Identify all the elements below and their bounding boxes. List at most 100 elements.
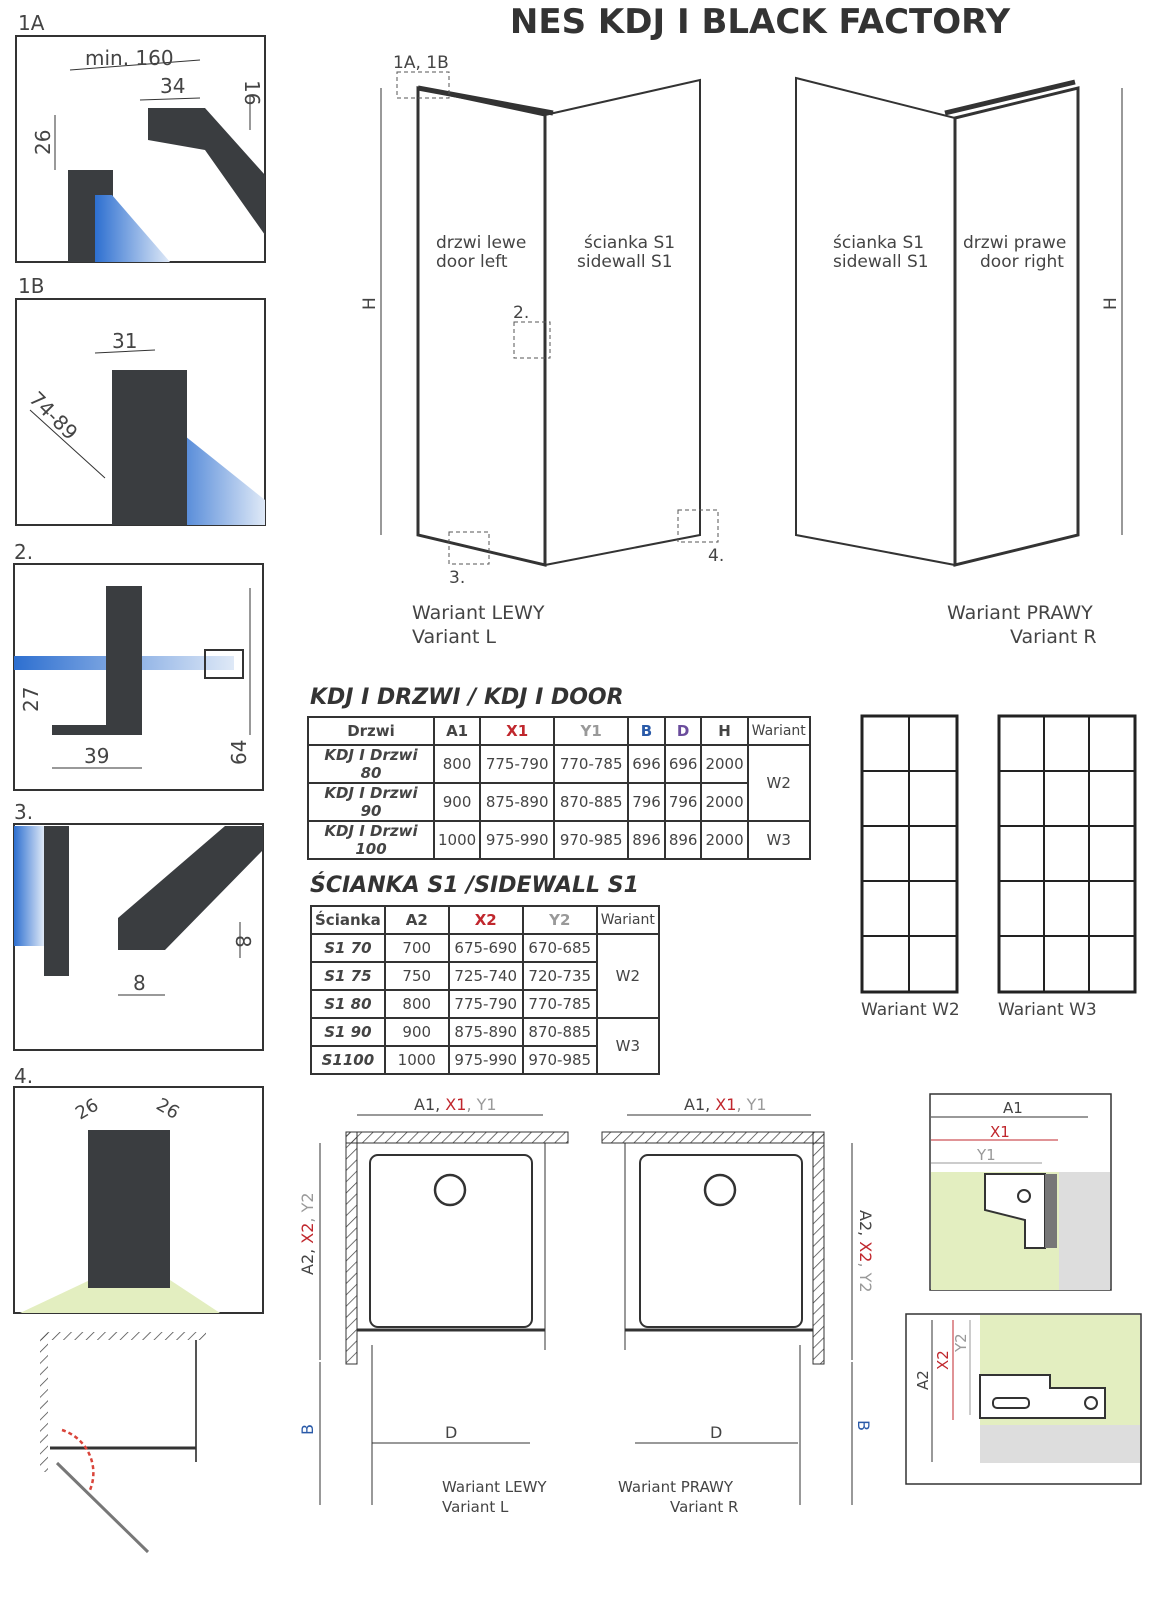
label: Wariant PRAWY — [618, 1478, 734, 1496]
label: 875-890 — [447, 1017, 524, 1047]
label: X1 — [715, 1095, 736, 1114]
label: 875-890 — [479, 782, 556, 822]
label: S1 80 — [310, 989, 386, 1019]
label: door right — [980, 252, 1064, 272]
label: 675-690 — [447, 933, 524, 963]
label: Wariant LEWY — [412, 602, 545, 624]
door-swing-plan — [40, 1332, 206, 1554]
label: Wariant — [595, 905, 660, 935]
label: Drzwi — [307, 716, 435, 746]
label: 2000 — [700, 744, 749, 784]
label: 975-990 — [447, 1045, 524, 1075]
label: A1, — [684, 1095, 715, 1114]
table-header-row: Drzwi A1 X1 Y1 B D H Wariant — [307, 716, 811, 746]
label: 3. — [449, 568, 465, 588]
label: X1 — [990, 1123, 1010, 1141]
label: D — [710, 1423, 722, 1442]
label: 1000 — [432, 820, 482, 860]
detail-4: 4. 26 26 — [13, 1064, 264, 1314]
door-table: Drzwi A1 X1 Y1 B D H Wariant KDJ I Drzwi… — [307, 716, 811, 860]
label: A1 — [432, 716, 482, 746]
label: 750 — [383, 961, 450, 991]
label: , Y2 — [298, 1192, 317, 1222]
label: 1B — [18, 274, 44, 298]
label: 800 — [383, 989, 450, 1019]
label: Y2 — [952, 1333, 970, 1353]
label: 800 — [432, 744, 482, 784]
label: 31 — [112, 329, 137, 353]
label: A1 — [1003, 1099, 1023, 1117]
label: S1 70 — [310, 933, 386, 963]
label: 64 — [227, 740, 251, 765]
label: 775-790 — [447, 989, 524, 1019]
detail-1b: 1B 31 74-89 — [15, 274, 266, 526]
label: S1100 — [310, 1045, 386, 1075]
label: min. 160 — [85, 46, 174, 70]
label: 3. — [14, 800, 33, 824]
label: A1, — [414, 1095, 445, 1114]
label: X2 — [856, 1241, 875, 1262]
label: Variant L — [442, 1498, 509, 1516]
label: Wariant LEWY — [442, 1478, 547, 1496]
label: 16 — [240, 80, 264, 105]
label: B — [298, 1424, 317, 1435]
label: S1 90 — [310, 1017, 386, 1047]
pattern-w3: Wariant W3 — [997, 714, 1137, 1020]
label: 725-740 — [447, 961, 524, 991]
label: 896 — [663, 820, 703, 860]
label: sidewall S1 — [577, 252, 673, 272]
label: 26 — [31, 130, 55, 155]
label: Ścianka — [310, 905, 386, 935]
pattern-w2: Wariant W2 — [860, 714, 960, 1020]
label: , Y1 — [466, 1095, 496, 1114]
label: Y1 — [976, 1146, 996, 1164]
label: Variant R — [670, 1498, 738, 1516]
label: , Y2 — [856, 1262, 875, 1292]
label: 39 — [84, 744, 109, 768]
label: 770-785 — [553, 744, 630, 784]
label: 1A, 1B — [393, 53, 449, 73]
detail-3: 3. 8 8 — [13, 800, 264, 1051]
label: , Y1 — [736, 1095, 766, 1114]
label: D — [663, 716, 703, 746]
label: 4. — [14, 1064, 33, 1088]
label: 970-985 — [553, 820, 630, 860]
label: 900 — [432, 782, 482, 822]
label: B — [627, 716, 666, 746]
label: Variant L — [412, 626, 496, 648]
label: 900 — [383, 1017, 450, 1047]
label: 2. — [14, 540, 33, 564]
label: 2000 — [700, 782, 749, 822]
label: X2 — [298, 1223, 317, 1244]
label: Wariant W2 — [861, 1000, 960, 1020]
label: 8 — [231, 935, 255, 948]
plan-variant-left: A1, X1, Y1 A2, X2, Y2 B D Wariant LEWY V… — [298, 1095, 569, 1516]
label: H — [360, 297, 380, 310]
label: Wariant PRAWY — [947, 602, 1093, 624]
label: 896 — [627, 820, 666, 860]
label: 796 — [663, 782, 703, 822]
label: X1 — [445, 1095, 466, 1114]
wall-table-title: ŚCIANKA S1 /SIDEWALL S1 — [310, 873, 639, 898]
detail-wall-profile-top: A1 X1 Y1 — [929, 1093, 1112, 1291]
label: D — [445, 1423, 457, 1442]
label: 1000 — [383, 1045, 450, 1075]
label: KDJ I Drzwi 100 — [307, 820, 435, 860]
label: Variant R — [1010, 626, 1097, 648]
svg-text:A2, X2, Y2: A2, X2, Y2 — [856, 1210, 875, 1293]
label: Wariant — [746, 716, 811, 746]
elevation-variant-right: ścianka S1 sidewall S1 drzwi prawe door … — [795, 76, 1123, 648]
label: A2 — [914, 1370, 932, 1390]
label: 870-885 — [553, 782, 630, 822]
detail-2: 2. 39 27 64 — [13, 540, 264, 791]
label: 870-885 — [521, 1017, 598, 1047]
elevation-variant-left: 1A, 1B drzwi lewe door left ścianka S1 s… — [360, 53, 724, 648]
label: A2, — [298, 1244, 317, 1275]
